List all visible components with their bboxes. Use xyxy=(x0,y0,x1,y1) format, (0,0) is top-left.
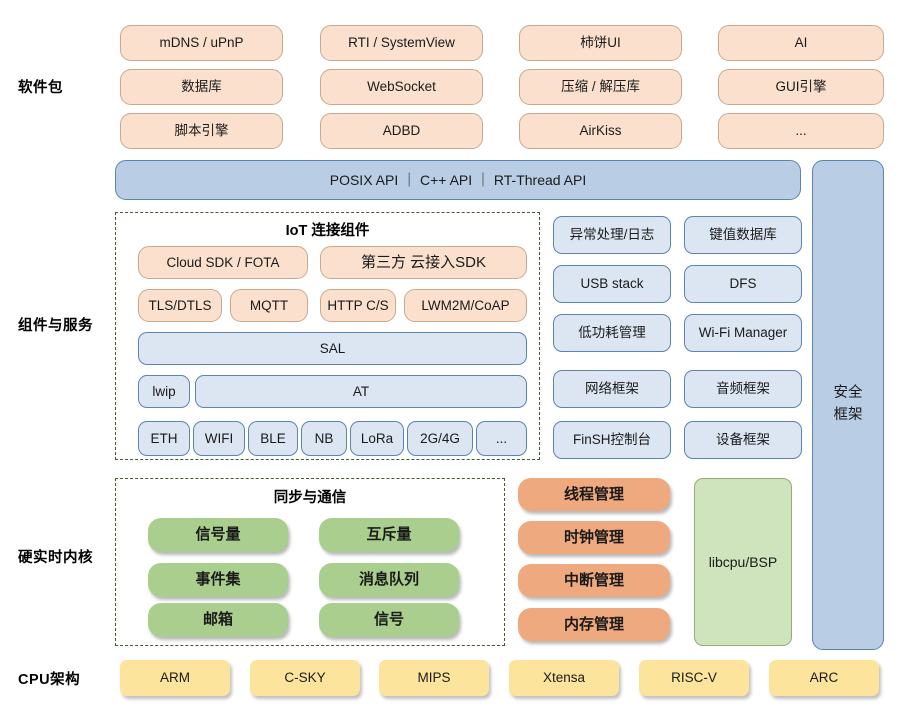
package-box[interactable]: AI xyxy=(718,25,884,61)
package-box[interactable]: 柿饼UI xyxy=(519,25,682,61)
component-box[interactable]: USB stack xyxy=(553,265,671,303)
iot-sdk-box[interactable]: Cloud SDK / FOTA xyxy=(138,246,308,279)
iot-link-box[interactable]: ... xyxy=(476,421,527,456)
iot-protocol-box[interactable]: LWM2M/CoAP xyxy=(404,289,527,322)
row-label-software-packages: 软件包 xyxy=(18,80,63,96)
kernel-management-box[interactable]: 时钟管理 xyxy=(518,521,670,554)
iot-at-box[interactable]: AT xyxy=(195,375,527,408)
component-box[interactable]: 音频框架 xyxy=(684,370,802,408)
iot-group-frame xyxy=(115,212,540,460)
component-box[interactable]: FinSH控制台 xyxy=(553,421,671,459)
iot-protocol-box[interactable]: MQTT xyxy=(230,289,308,322)
package-box[interactable]: GUI引擎 xyxy=(718,69,884,105)
security-framework-column[interactable]: 安全 框架 xyxy=(812,160,884,650)
iot-sdk-box[interactable]: 第三方 云接入SDK xyxy=(320,246,527,279)
api-bar[interactable]: POSIX API ｜ C++ API ｜ RT-Thread API xyxy=(115,160,801,200)
component-box[interactable]: 设备框架 xyxy=(684,421,802,459)
iot-protocol-box[interactable]: HTTP C/S xyxy=(320,289,396,322)
sync-group-frame xyxy=(115,478,505,646)
component-box[interactable]: Wi-Fi Manager xyxy=(684,314,802,352)
iot-link-box[interactable]: WIFI xyxy=(193,421,245,456)
package-box[interactable]: ... xyxy=(718,113,884,149)
package-box[interactable]: ADBD xyxy=(320,113,483,149)
component-box[interactable]: 异常处理/日志 xyxy=(553,216,671,254)
security-framework-label-line2: 框架 xyxy=(833,407,863,423)
cpu-arch-box[interactable]: ARM xyxy=(120,660,230,696)
libcpu-bsp-box[interactable]: libcpu/BSP xyxy=(694,478,792,646)
iot-protocol-box[interactable]: TLS/DTLS xyxy=(138,289,222,322)
package-box[interactable]: 数据库 xyxy=(120,69,283,105)
security-framework-label-line1: 安全 xyxy=(833,385,863,402)
kernel-sync-box[interactable]: 事件集 xyxy=(148,563,288,597)
cpu-arch-box[interactable]: C-SKY xyxy=(250,660,360,696)
row-label-kernel: 硬实时内核 xyxy=(18,550,93,566)
kernel-management-box[interactable]: 中断管理 xyxy=(518,564,670,597)
cpu-arch-box[interactable]: RISC-V xyxy=(639,660,749,696)
iot-link-box[interactable]: LoRa xyxy=(350,421,404,456)
component-box[interactable]: 网络框架 xyxy=(553,370,671,408)
iot-link-box[interactable]: NB xyxy=(301,421,347,456)
iot-lwip-box[interactable]: lwip xyxy=(138,375,190,408)
cpu-arch-box[interactable]: MIPS xyxy=(379,660,489,696)
row-label-components-services: 组件与服务 xyxy=(18,318,93,334)
package-box[interactable]: RTI / SystemView xyxy=(320,25,483,61)
row-label-cpu: CPU架构 xyxy=(18,672,81,688)
package-box[interactable]: 压缩 / 解压库 xyxy=(519,69,682,105)
package-box[interactable]: AirKiss xyxy=(519,113,682,149)
kernel-sync-box[interactable]: 邮箱 xyxy=(148,603,288,637)
component-box[interactable]: DFS xyxy=(684,265,802,303)
sync-group-title: 同步与通信 xyxy=(273,490,347,506)
component-box[interactable]: 键值数据库 xyxy=(684,216,802,254)
cpu-arch-box[interactable]: ARC xyxy=(769,660,879,696)
iot-link-box[interactable]: 2G/4G xyxy=(407,421,473,456)
package-box[interactable]: WebSocket xyxy=(320,69,483,105)
iot-group-title: IoT 连接组件 xyxy=(285,223,370,239)
package-box[interactable]: mDNS / uPnP xyxy=(120,25,283,61)
iot-link-box[interactable]: BLE xyxy=(248,421,298,456)
component-box[interactable]: 低功耗管理 xyxy=(553,314,671,352)
iot-sal-box[interactable]: SAL xyxy=(138,332,527,365)
iot-link-box[interactable]: ETH xyxy=(138,421,190,456)
kernel-management-box[interactable]: 线程管理 xyxy=(518,478,670,511)
kernel-sync-box[interactable]: 互斥量 xyxy=(319,518,459,552)
package-box[interactable]: 脚本引擎 xyxy=(120,113,283,149)
kernel-sync-box[interactable]: 消息队列 xyxy=(319,563,459,597)
cpu-arch-box[interactable]: Xtensa xyxy=(509,660,619,696)
kernel-sync-box[interactable]: 信号量 xyxy=(148,518,288,552)
kernel-sync-box[interactable]: 信号 xyxy=(319,603,459,637)
kernel-management-box[interactable]: 内存管理 xyxy=(518,608,670,641)
